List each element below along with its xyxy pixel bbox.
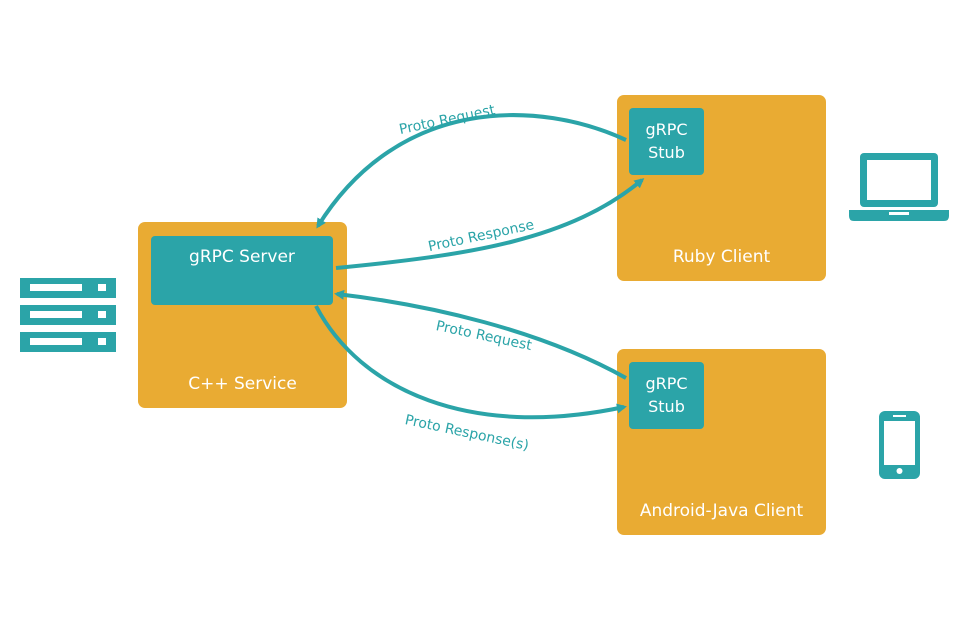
ruby-request-arrow [316,113,627,229]
android-client-label: Android-Java Client [639,501,804,521]
grpc-server-label: gRPC Server [189,247,295,267]
android-request-arrow [334,289,627,380]
ruby-grpc-stub-label: gRPC Stub [645,120,688,163]
android-grpc-stub-label: gRPC Stub [645,374,688,417]
mobile-phone-icon [879,411,920,479]
grpc-server-box [151,236,333,305]
cpp-service-label: C++ Service [188,374,297,394]
ruby-response-arrow [335,178,645,270]
server-rack-icon [20,278,116,352]
android-grpc-stub-box [629,362,704,429]
ruby-request-label: Proto Request [398,102,497,138]
android-response-arrow [314,305,627,420]
ruby-grpc-stub-box [629,108,704,175]
ruby-client-label: Ruby Client [672,247,771,267]
laptop-icon [849,153,949,221]
